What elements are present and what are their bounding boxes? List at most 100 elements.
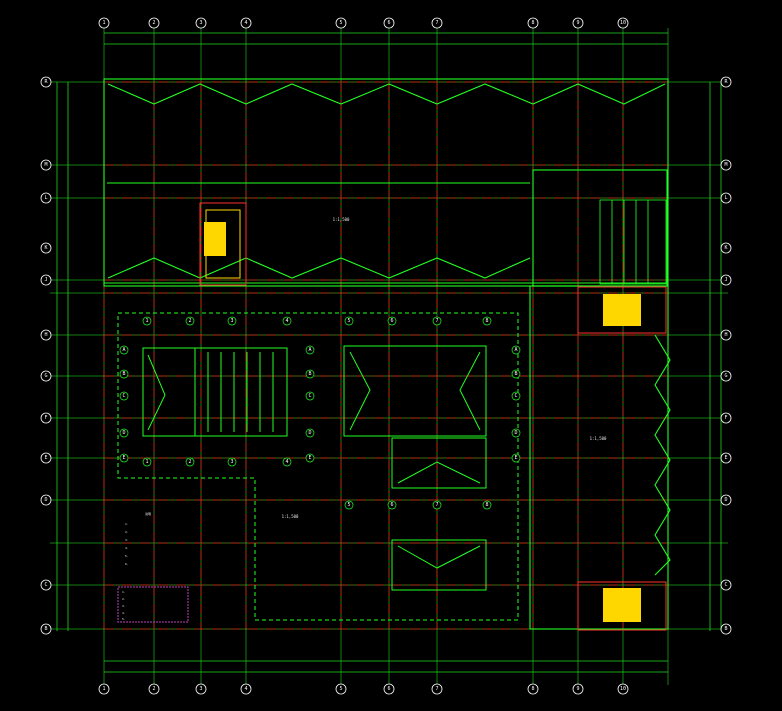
sub-axis-circle xyxy=(227,316,237,326)
room-label: 1:1,500 xyxy=(590,436,607,441)
axis-circle xyxy=(720,494,732,506)
row-axis-bubble: K xyxy=(720,242,732,254)
sub-axis-label-text: D xyxy=(308,430,311,436)
sub-axis-circle xyxy=(305,453,315,463)
sub-axis-label-text: 7 xyxy=(435,502,438,508)
stair-east-bottom xyxy=(577,581,667,631)
sub-axis-label-text: 5 xyxy=(347,318,350,324)
axis-circle xyxy=(720,274,732,286)
row-axis-bubble: R xyxy=(40,76,52,88)
axis-circle xyxy=(40,370,52,382)
sub-axis-circle xyxy=(305,369,315,379)
sub-axis-bubble: A xyxy=(305,345,315,355)
column-axis-bubble: 9 xyxy=(572,683,584,695)
column-axis-bubble: 2 xyxy=(148,17,160,29)
column-axis-bubble: 10 xyxy=(617,683,629,695)
column-axis-bubble: 3 xyxy=(195,17,207,29)
axis-circle xyxy=(617,17,629,29)
axis-circle xyxy=(617,683,629,695)
axis-label-text: E xyxy=(44,455,47,461)
axis-circle xyxy=(720,76,732,88)
axis-label-text: R xyxy=(724,79,728,85)
axis-label-text: 9 xyxy=(576,686,579,692)
axis-label-text: 2 xyxy=(152,20,155,26)
column-axis-bubble: 6 xyxy=(383,17,395,29)
sub-axis-bubble: 3 xyxy=(227,457,237,467)
axis-label-text: C xyxy=(44,582,47,588)
notes-title: 说明 xyxy=(145,511,151,516)
axis-circle xyxy=(98,683,110,695)
sub-axis-circle xyxy=(185,457,195,467)
courtyard-boundary xyxy=(117,312,519,621)
sub-axis-circle xyxy=(511,428,521,438)
sub-axis-bubble: 6 xyxy=(387,316,397,326)
sub-axis-circle xyxy=(305,391,315,401)
sub-axis-circle xyxy=(511,391,521,401)
axis-circle xyxy=(40,192,52,204)
sub-axis-circle xyxy=(511,453,521,463)
column-axis-bubble: 8 xyxy=(527,17,539,29)
column-axis-bubble: 4 xyxy=(240,17,252,29)
sub-axis-label-text: B xyxy=(308,371,311,377)
room-label: 1:1,500 xyxy=(282,514,299,519)
sub-axis-circle xyxy=(387,500,397,510)
axis-label-text: 6 xyxy=(387,686,390,692)
axis-label-text: 7 xyxy=(435,20,438,26)
sub-axis-circle xyxy=(432,316,442,326)
note-line: 4. xyxy=(125,546,129,550)
axis-label-text: J xyxy=(724,277,727,283)
sub-axis-bubble: C xyxy=(119,391,129,401)
sub-axis-circle xyxy=(227,457,237,467)
axis-label-text: 10 xyxy=(620,686,626,692)
dimension-frame xyxy=(56,32,722,673)
column-axis-bubble: 3 xyxy=(195,683,207,695)
sub-axis-label-text: C xyxy=(122,393,125,399)
axis-label-text: 4 xyxy=(244,20,247,26)
stair-east-top xyxy=(577,286,667,334)
sub-axis-label-text: C xyxy=(308,393,311,399)
axis-circle xyxy=(195,17,207,29)
sub-axis-bubble: 7 xyxy=(432,500,442,510)
column-axis-bubble: 9 xyxy=(572,17,584,29)
sub-axis-circle xyxy=(344,316,354,326)
sub-axis-bubble: B xyxy=(305,369,315,379)
sub-axis-bubble: E xyxy=(305,453,315,463)
axis-circle xyxy=(720,579,732,591)
row-axis-bubble: M xyxy=(40,159,52,171)
axis-circle xyxy=(720,412,732,424)
sub-axis-circle xyxy=(387,316,397,326)
column-axis-bubble: 5 xyxy=(335,17,347,29)
axis-label-text: L xyxy=(44,195,47,201)
note-line: 2. xyxy=(125,530,129,534)
row-axis-bubble: G xyxy=(720,370,732,382)
sub-axis-label-text: C xyxy=(514,393,517,399)
roof-zigzag-north xyxy=(107,83,666,105)
axis-circle xyxy=(98,17,110,29)
sub-axis-label-text: 3 xyxy=(230,459,233,465)
column-axis-bubble: 4 xyxy=(240,683,252,695)
row-axis-bubble: G xyxy=(40,370,52,382)
axis-label-text: 1 xyxy=(102,20,105,26)
row-axis-bubble: K xyxy=(40,242,52,254)
sub-axis-bubble: B xyxy=(119,369,129,379)
sub-axis-circle xyxy=(482,316,492,326)
axis-circle xyxy=(40,623,52,635)
sub-axis-bubble: 5 xyxy=(344,316,354,326)
row-axis-bubble: M xyxy=(720,159,732,171)
axis-circle xyxy=(40,274,52,286)
axis-circle xyxy=(40,412,52,424)
axis-label-text: C xyxy=(724,582,727,588)
sub-axis-bubble: 4 xyxy=(282,457,292,467)
east-wing-walls xyxy=(529,285,671,630)
axis-circle xyxy=(383,17,395,29)
sub-axis-label-text: 4 xyxy=(285,459,288,465)
sub-axis-bubble: D xyxy=(119,428,129,438)
axis-circle xyxy=(720,329,732,341)
row-axis-bubble: E xyxy=(720,452,732,464)
sub-axis-bubble: 8 xyxy=(482,500,492,510)
note-line: 1. xyxy=(125,522,129,526)
column-axis-bubble: 1 xyxy=(98,17,110,29)
axis-label-text: G xyxy=(44,373,47,379)
